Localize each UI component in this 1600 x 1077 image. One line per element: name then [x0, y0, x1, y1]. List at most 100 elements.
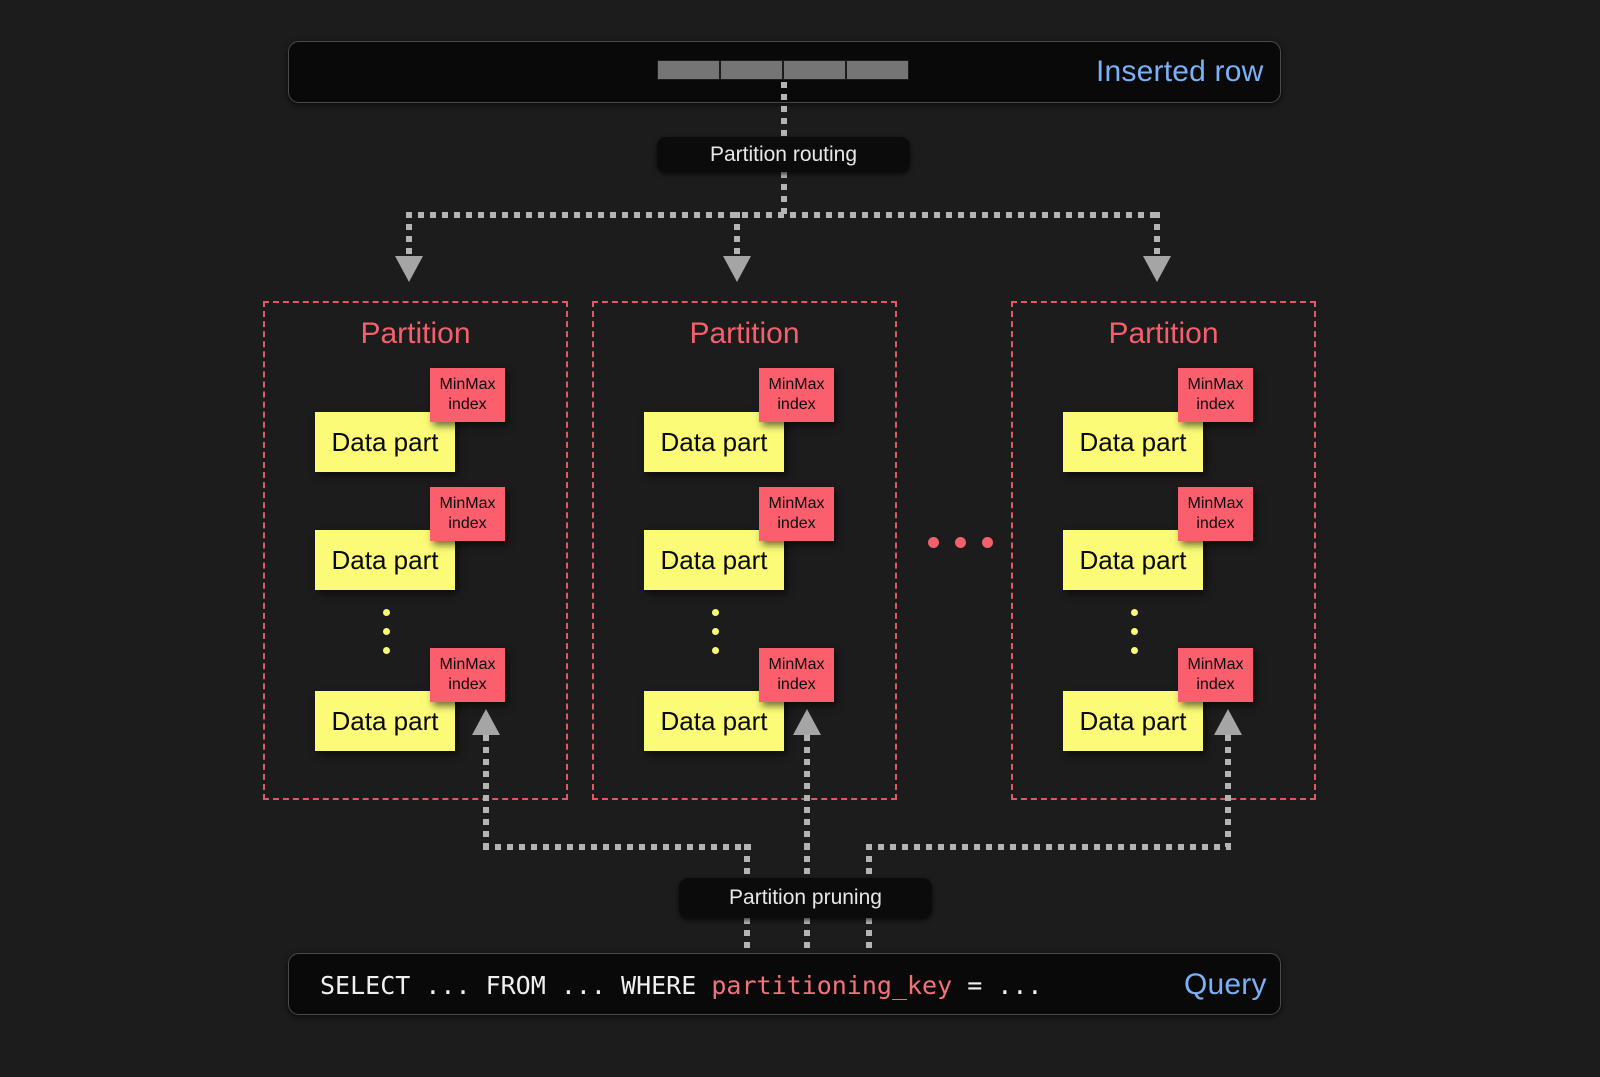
inserted-row-label: Inserted row	[1096, 55, 1264, 88]
partition-2-data-part-1: Data part	[644, 412, 784, 472]
routing-drop-2	[734, 212, 740, 258]
pruning-collector-right	[866, 844, 1231, 850]
minmax-line2: index	[448, 396, 487, 413]
partition-3-data-part-1: Data part	[1063, 412, 1203, 472]
ellipsis-dot	[383, 628, 390, 635]
row-cell	[846, 60, 909, 80]
row-cell	[720, 60, 783, 80]
routing-drop-1	[406, 212, 412, 258]
minmax-line1: MinMax	[768, 376, 825, 394]
minmax-line2: index	[448, 515, 487, 532]
partition-routing-label: Partition routing	[709, 142, 858, 166]
minmax-line1: MinMax	[1187, 376, 1244, 394]
routing-fanout-line	[406, 212, 1160, 218]
partition-3-minmax-index-3: MinMax index	[1178, 648, 1253, 702]
pruning-arrow-3	[1214, 709, 1242, 735]
pruning-arrow-1	[472, 709, 500, 735]
partition-1-minmax-index-1: MinMax index	[430, 368, 505, 422]
pruning-collector-left	[483, 844, 751, 850]
pruning-arrow-2	[793, 709, 821, 735]
partition-routing-box: Partition routing	[657, 137, 910, 172]
partition-1: Partition	[263, 301, 568, 800]
partition-2-minmax-index-2: MinMax index	[759, 487, 834, 541]
partition-pruning-label: Partition pruning	[729, 886, 882, 909]
partitions-horizontal-ellipsis	[928, 537, 993, 548]
ellipsis-dot	[383, 647, 390, 654]
partition-3-minmax-index-1: MinMax index	[1178, 368, 1253, 422]
ellipsis-dot	[955, 537, 966, 548]
pruning-line-up-3	[1225, 735, 1231, 847]
data-part-label: Data part	[1079, 705, 1187, 736]
partition-1-minmax-index-3: MinMax index	[430, 648, 505, 702]
minmax-line2: index	[1196, 515, 1235, 532]
partition-1-title: Partition	[360, 317, 471, 350]
routing-drop-3	[1154, 212, 1160, 258]
partition-3-title: Partition	[1108, 317, 1219, 350]
query-suffix: = ...	[952, 971, 1043, 1000]
row-cell	[657, 60, 720, 80]
ellipsis-dot	[1131, 647, 1138, 654]
data-part-label: Data part	[331, 705, 439, 736]
partition-2-minmax-index-3: MinMax index	[759, 648, 834, 702]
partition-pruning-box: Partition pruning	[679, 878, 932, 918]
partition-2-title: Partition	[689, 317, 800, 350]
pruning-drop-center	[804, 844, 810, 880]
partition-1-data-part-1: Data part	[315, 412, 455, 472]
minmax-line2: index	[777, 676, 816, 693]
data-part-label: Data part	[1079, 426, 1187, 457]
routing-dotted-line	[781, 172, 787, 218]
routing-arrow-2	[723, 256, 751, 282]
insert-dotted-line-top	[781, 82, 787, 138]
minmax-line2: index	[777, 396, 816, 413]
minmax-line2: index	[777, 515, 816, 532]
pruning-drop-right	[866, 844, 872, 880]
ellipsis-dot	[1131, 609, 1138, 616]
query-partitioning-key: partitioning_key	[711, 971, 953, 1000]
ellipsis-dot	[712, 628, 719, 635]
minmax-line1: MinMax	[1187, 656, 1244, 674]
query-statement: SELECT ... FROM ... WHERE partitioning_k…	[320, 971, 1042, 1000]
ellipsis-dot	[712, 647, 719, 654]
pruning-line-up-2	[804, 735, 810, 847]
routing-arrow-3	[1143, 256, 1171, 282]
routing-arrow-1	[395, 256, 423, 282]
partition-3: Partition	[1011, 301, 1316, 800]
ellipsis-dot	[712, 609, 719, 616]
partition-1-data-part-2: Data part	[315, 530, 455, 590]
partition-1-minmax-index-2: MinMax index	[430, 487, 505, 541]
partition-3-vertical-ellipsis	[1131, 609, 1138, 666]
partition-2-vertical-ellipsis	[712, 609, 719, 666]
data-part-label: Data part	[331, 426, 439, 457]
minmax-line2: index	[448, 676, 487, 693]
data-part-label: Data part	[1079, 544, 1187, 575]
partition-2-minmax-index-1: MinMax index	[759, 368, 834, 422]
query-bar	[288, 953, 1281, 1015]
data-part-label: Data part	[660, 426, 768, 457]
ellipsis-dot	[383, 609, 390, 616]
minmax-line1: MinMax	[768, 495, 825, 513]
inserted-row-cells	[657, 60, 909, 80]
ellipsis-dot	[982, 537, 993, 548]
minmax-line1: MinMax	[439, 376, 496, 394]
query-prefix: SELECT ... FROM ... WHERE	[320, 971, 712, 1000]
data-part-label: Data part	[331, 544, 439, 575]
partition-3-data-part-3: Data part	[1063, 691, 1203, 751]
minmax-line2: index	[1196, 396, 1235, 413]
minmax-line1: MinMax	[439, 495, 496, 513]
partition-2: Partition	[592, 301, 897, 800]
query-line-right	[866, 918, 872, 955]
pruning-line-up-1	[483, 735, 489, 847]
row-cell	[783, 60, 846, 80]
query-line-center	[804, 918, 810, 955]
ellipsis-dot	[1131, 628, 1138, 635]
partition-3-minmax-index-2: MinMax index	[1178, 487, 1253, 541]
query-label: Query	[1184, 968, 1267, 1001]
minmax-line2: index	[1196, 676, 1235, 693]
minmax-line1: MinMax	[768, 656, 825, 674]
minmax-line1: MinMax	[1187, 495, 1244, 513]
data-part-label: Data part	[660, 544, 768, 575]
partition-1-vertical-ellipsis	[383, 609, 390, 666]
ellipsis-dot	[928, 537, 939, 548]
pruning-drop-left	[744, 844, 750, 880]
